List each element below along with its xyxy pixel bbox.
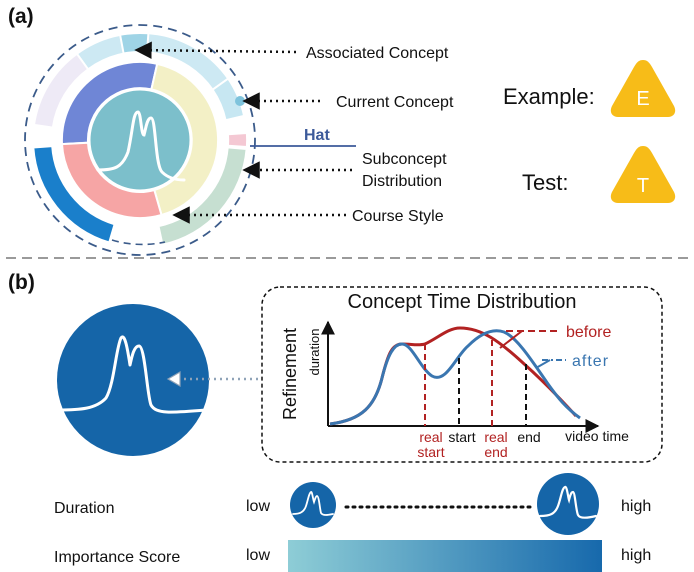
legend-after-pointer	[535, 359, 551, 369]
test-badge-icon	[610, 146, 676, 203]
current-concept-sector	[211, 77, 246, 122]
associated-concept-pink	[226, 131, 249, 149]
after-curve	[329, 329, 581, 426]
legend-before-label: before	[566, 324, 611, 341]
associated-arrow	[134, 41, 297, 59]
example-badge-letter: E	[636, 88, 649, 110]
duration-small-glyph	[290, 482, 336, 528]
time-distribution-frame	[261, 286, 663, 463]
end-label: end	[517, 429, 540, 445]
panel-b-label: (b)	[8, 271, 35, 294]
real-start-label-1: real	[419, 429, 442, 445]
duration-label: Duration	[54, 500, 114, 517]
course-style-label: Course Style	[352, 208, 444, 225]
center-disc	[87, 87, 193, 193]
duration-high-label: high	[621, 498, 651, 515]
duration-small-peak-icon	[292, 491, 334, 516]
example-badge-icon	[610, 60, 676, 117]
duration-large-peak-icon	[538, 485, 598, 519]
outer-dashed-ring	[24, 24, 256, 256]
real-end-label-1: real	[484, 429, 507, 445]
test-label: Test:	[522, 170, 568, 195]
importance-high-label: high	[621, 547, 651, 564]
test-badge-letter: T	[637, 175, 649, 197]
current-concept-dot	[235, 96, 245, 106]
x-axis-label: video time	[565, 428, 629, 444]
y-axis-outer-label: Refinement	[280, 328, 300, 420]
concept-peak-icon	[56, 335, 208, 414]
duration-low-label: low	[246, 498, 270, 515]
associated-concept-label: Associated Concept	[306, 45, 449, 62]
glyph-link-arrowhead	[166, 370, 181, 388]
subconcept-label-line2: Distribution	[362, 173, 442, 190]
concept-glyph-icon	[96, 110, 186, 182]
legend-before-pointer	[499, 330, 523, 349]
importance-low-label: low	[246, 547, 270, 564]
real-end-label-2: end	[484, 444, 507, 460]
importance-label: Importance Score	[54, 549, 180, 566]
course-style-blue	[32, 145, 116, 244]
hat-label: Hat	[304, 127, 330, 144]
example-label: Example:	[503, 84, 595, 109]
importance-gradient-bar	[288, 540, 602, 572]
start-label: start	[448, 429, 475, 445]
real-start-label-2: start	[417, 444, 444, 460]
subconcept-label-line1: Subconcept	[362, 151, 447, 168]
concept-wheel	[24, 24, 256, 256]
current-concept-label: Current Concept	[336, 94, 454, 111]
y-axis-inner-label: duration	[307, 329, 322, 376]
legend-after-label: after	[572, 353, 609, 370]
bottom-dashed-arc	[111, 239, 166, 246]
associated-concept-left	[32, 52, 90, 129]
duration-large-glyph	[537, 473, 599, 535]
chart-title: Concept Time Distribution	[348, 291, 577, 313]
concept-glyph-large	[57, 304, 209, 456]
panel-a-label: (a)	[8, 5, 34, 28]
